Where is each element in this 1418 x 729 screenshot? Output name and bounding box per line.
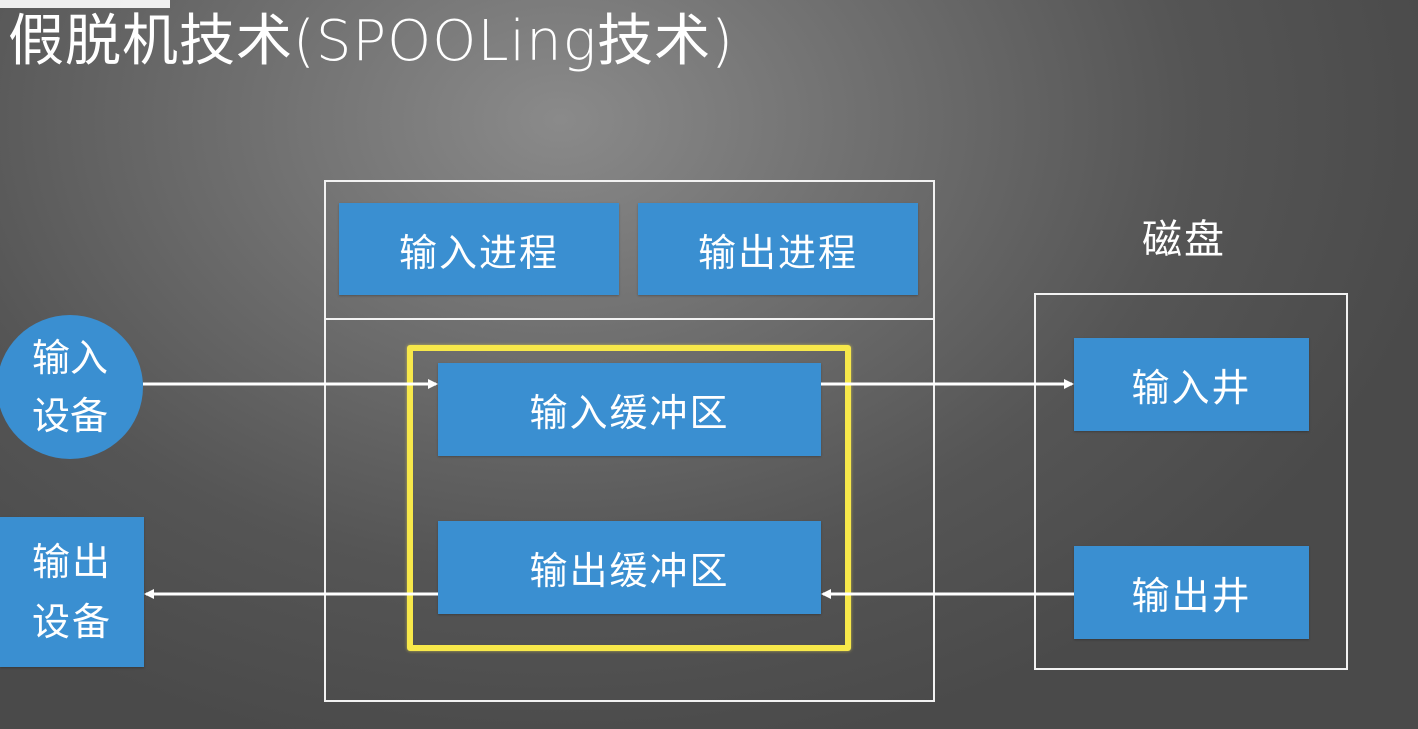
- input-process-box: 输入进程: [339, 203, 619, 295]
- memory-area-frame: [324, 318, 935, 702]
- input-device-label-line1: 输入: [31, 336, 108, 380]
- disk-frame: [1034, 293, 1348, 670]
- disk-label: 磁盘: [1142, 217, 1226, 263]
- output-buffer-box: 输出缓冲区: [438, 521, 821, 614]
- input-device-circle: 输入 设备: [0, 315, 143, 459]
- input-device-label-line2: 设备: [31, 394, 108, 438]
- slide-title: 假脱机技术(SPOOLing技术): [8, 9, 735, 74]
- input-well-box: 输入井: [1074, 338, 1309, 431]
- top-left-partial-mark: [0, 0, 170, 8]
- output-device-box: 输出 设备: [0, 517, 144, 667]
- output-device-label-line2: 设备: [31, 600, 112, 644]
- buffer-highlight-frame: [407, 345, 851, 651]
- input-buffer-box: 输入缓冲区: [438, 363, 821, 456]
- output-well-box: 输出井: [1074, 546, 1309, 639]
- output-process-box: 输出进程: [638, 203, 918, 295]
- output-device-label-line1: 输出: [31, 540, 112, 584]
